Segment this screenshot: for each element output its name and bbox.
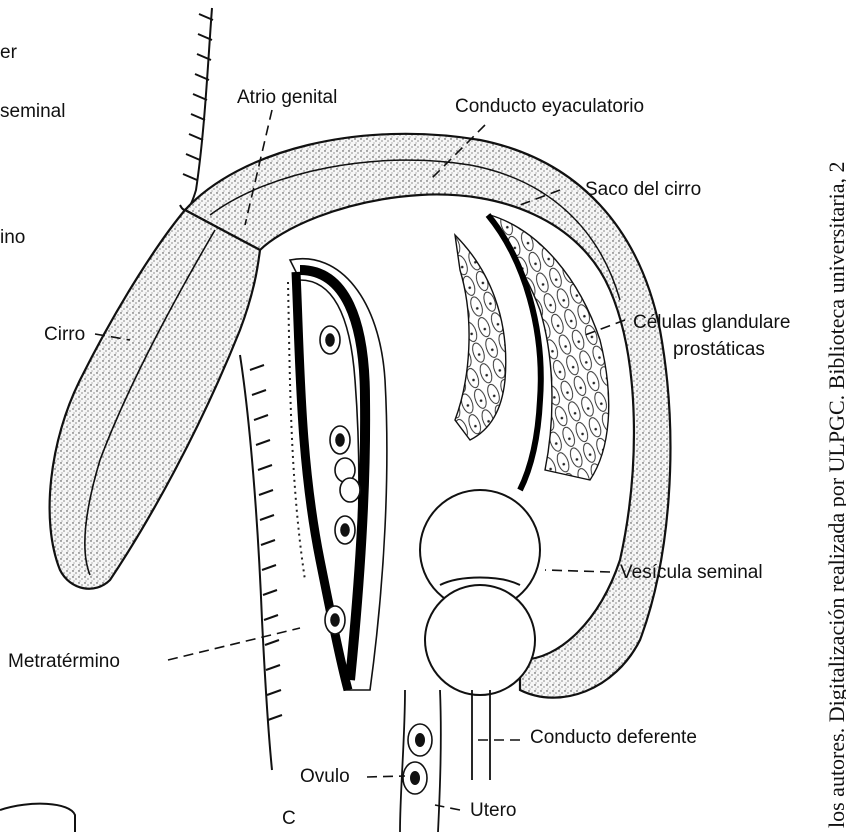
label-conducto-deferente: Conducto deferente [530, 728, 697, 747]
cirro [50, 210, 260, 589]
label-metratermino: Metratérmino [8, 652, 120, 671]
label-cirro: Cirro [44, 325, 85, 344]
seminal-vesicle [420, 490, 540, 695]
panel-letter: C [282, 809, 296, 828]
cropped-label-2: seminal [0, 102, 65, 121]
label-vesicula-seminal: Vesícula seminal [620, 563, 763, 582]
uterus [400, 690, 441, 832]
label-celulas-glandulares: Células glandulare [633, 313, 790, 332]
label-utero: Utero [470, 801, 516, 820]
cropped-label-1: er [0, 43, 17, 62]
label-saco-del-cirro: Saco del cirro [585, 180, 701, 199]
body-wall-upper [180, 8, 213, 210]
cropped-label-3: ino [0, 228, 25, 247]
label-prostaticas: prostáticas [673, 340, 765, 359]
label-ovulo: Ovulo [300, 767, 350, 786]
vas-deferens [472, 690, 490, 780]
body-wall-lower [240, 355, 282, 770]
digitization-watermark: los autores. Digitalización realizada po… [824, 161, 846, 828]
label-atrio-genital: Atrio genital [237, 88, 337, 107]
label-conducto-eyaculatorio: Conducto eyaculatorio [455, 97, 644, 116]
partial-outline [0, 804, 75, 832]
